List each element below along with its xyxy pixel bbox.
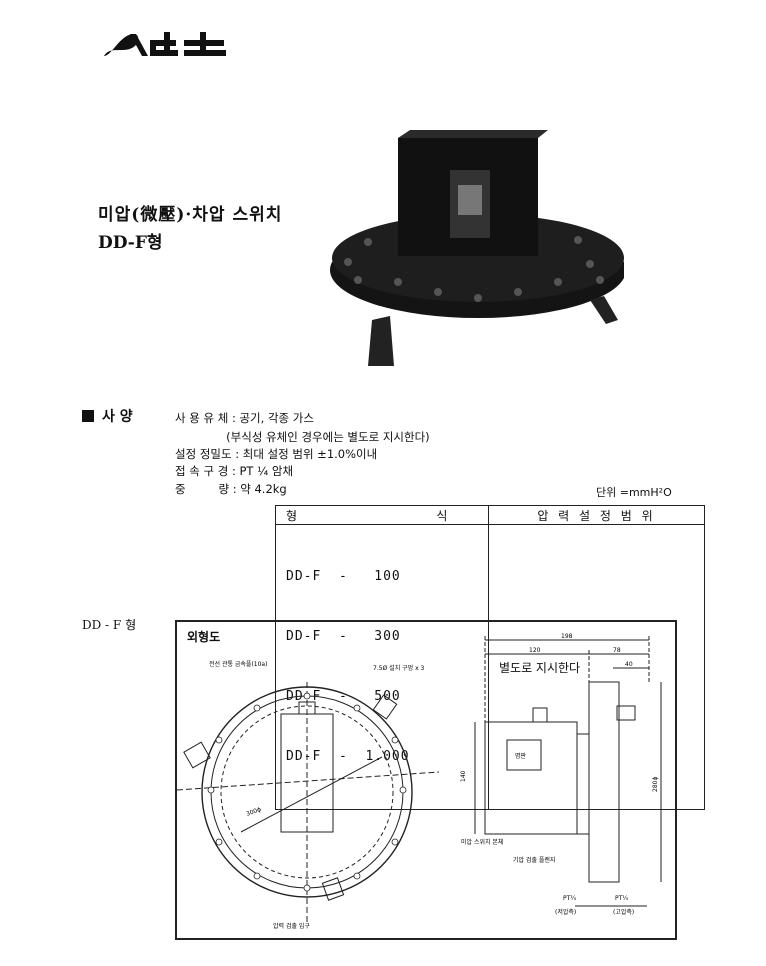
- product-title: 미압(微壓)·차압 스위치: [98, 205, 283, 225]
- model-item: DD-F - 300: [286, 629, 401, 644]
- spec-row: 접 속 구 경 : PT ¼ 암채: [175, 464, 294, 478]
- pt-low-label: PT¼: [563, 895, 576, 902]
- drawing-section-label: DD - F 형: [82, 618, 137, 632]
- dim-120: 120: [529, 647, 541, 654]
- dim-40: 40: [625, 661, 633, 668]
- product-model: DD-F형: [98, 233, 163, 253]
- spec-row: 중 량 : 약 4.2kg: [175, 482, 287, 496]
- nameplate-label: 명판: [515, 752, 527, 760]
- model-item: DD-F - 100: [286, 569, 401, 584]
- dim-140: 140: [460, 770, 467, 782]
- inlet-label: 압력 검출 입구: [273, 922, 310, 930]
- model-table: 형 식 압 력 설 정 범 위 DD-F - 100 DD-F - 300 DD…: [275, 505, 705, 810]
- dim-280: 280ϕ: [652, 777, 659, 792]
- act-logo: [104, 32, 226, 56]
- outline-drawing: 외형도: [175, 620, 677, 940]
- table-header-range: 압 력 설 정 범 위: [488, 505, 705, 525]
- product-photo: [330, 130, 624, 366]
- unit-note: 단위 =mmH²O: [596, 486, 672, 499]
- spec-heading: 사 양: [82, 406, 133, 426]
- pt-high-note: (고압측): [613, 908, 634, 916]
- model-list: DD-F - 100 DD-F - 300 DD-F - 500 DD-F - …: [275, 524, 489, 810]
- range-value: 별도로 지시한다: [488, 524, 705, 810]
- dim-78: 78: [613, 647, 621, 654]
- holes-label: 7.5Ø 설치 구멍 x 3: [373, 664, 425, 672]
- pt-high-label: PT¼: [615, 895, 628, 902]
- spec-row: 사 용 유 체 : 공기, 각종 가스: [175, 411, 314, 425]
- pt-low-note: (저압측): [555, 908, 576, 916]
- flange-label: 기압 검출 플랜지: [513, 856, 555, 864]
- spec-row: 설정 정밀도 : 최대 설정 범위 ±1.0%이내: [175, 447, 378, 461]
- diameter-label: 300ϕ: [245, 806, 262, 818]
- dim-198: 198: [561, 633, 573, 640]
- bullet-square-icon: [82, 410, 94, 422]
- conduit-label: 전선 관통 금속플(10a): [209, 660, 267, 668]
- drawing-title: 외형도: [187, 630, 221, 644]
- body-label: 미압 스위치 본체: [461, 838, 503, 846]
- drawing-svg: 전선 관통 금속플(10a) 7.5Ø 설치 구멍 x 3 300ϕ 압력 검출…: [177, 633, 662, 930]
- table-header-model: 형 식: [275, 505, 489, 525]
- spec-row: (부식성 유체인 경우에는 별도로 지시한다): [175, 430, 430, 444]
